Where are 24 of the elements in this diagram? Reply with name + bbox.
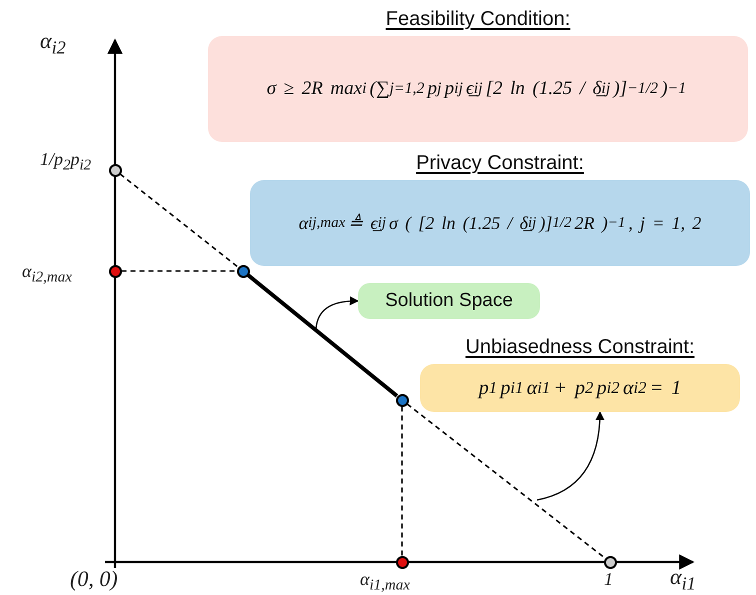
line <box>406 403 606 559</box>
tick-label: 1/p$_{2}$p$_{i2}$ <box>40 150 92 174</box>
tick-label: 1 <box>604 570 613 588</box>
axis-label: (0, 0) <box>70 568 118 590</box>
point-marker <box>396 556 408 568</box>
callout-label: Solution Space <box>358 283 540 319</box>
line <box>401 406 403 556</box>
axis-label: α$_{i2}$ <box>40 30 66 57</box>
point-marker <box>108 164 122 176</box>
point-marker <box>604 556 616 568</box>
point-marker <box>396 394 408 406</box>
line <box>246 274 398 398</box>
section-heading: Feasibility Condition: <box>386 7 570 32</box>
section-heading: Privacy Constraint: <box>416 151 584 176</box>
arrow <box>315 296 359 330</box>
section-heading: Unbiasedness Constraint: <box>465 335 694 360</box>
tick-label: α$_{i2,max}$ <box>22 262 72 286</box>
arrow <box>536 411 604 501</box>
tick-label: α$_{i1,max}$ <box>360 570 410 594</box>
line <box>120 173 238 268</box>
point-marker <box>108 264 122 278</box>
point-marker <box>236 264 250 278</box>
line <box>122 270 236 272</box>
axis-label: α$_{i1}$ <box>670 566 696 593</box>
